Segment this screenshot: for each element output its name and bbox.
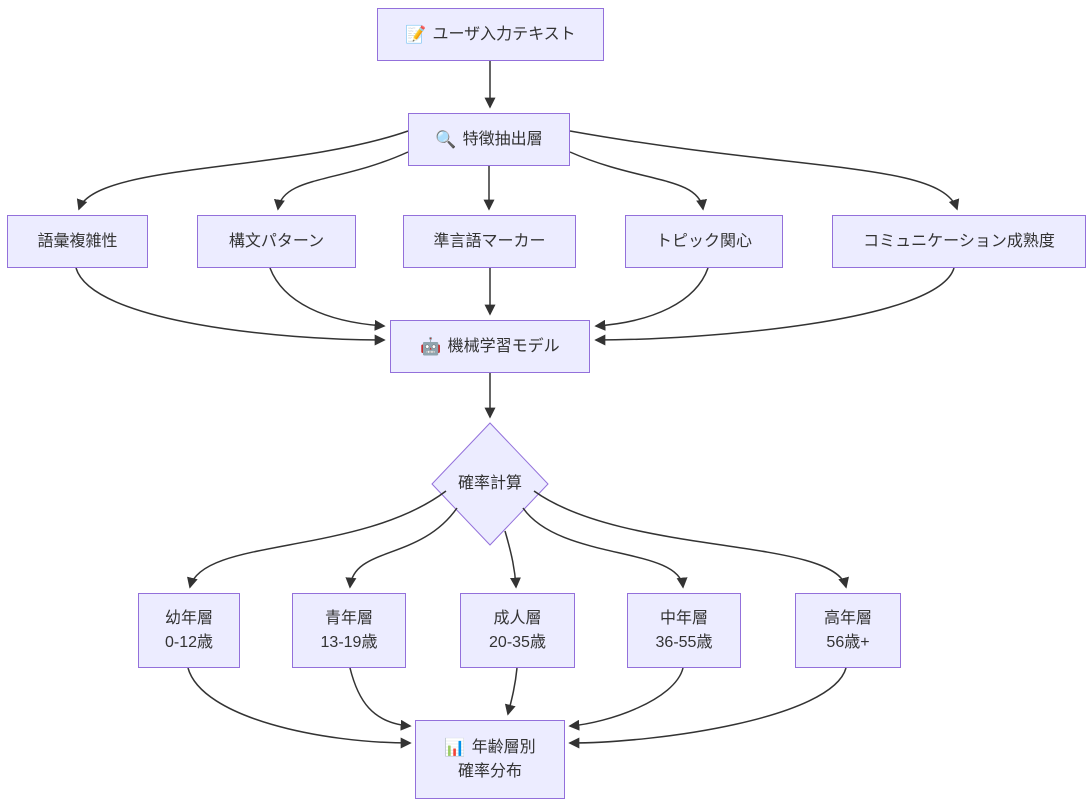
edge-feature-to-vocab — [76, 130, 409, 211]
edge-adult-to-output — [504, 667, 518, 716]
node-label: 語彙複雑性 — [37, 232, 118, 250]
node-sublabel: 56歳+ — [826, 633, 870, 651]
memo-icon: 📝 — [405, 25, 427, 44]
node-label: コミュニケーション成熟度 — [863, 232, 1055, 250]
edge-prob-to-middle — [522, 507, 688, 589]
node-topic-interest: トピック関心 — [625, 215, 783, 268]
node-label: トピック関心 — [655, 232, 752, 250]
node-sublabel: 確率分布 — [457, 762, 522, 780]
node-label: 確率計算 — [457, 475, 522, 492]
node-age-teen: 青年層 13-19歳 — [292, 593, 406, 668]
node-label: 構文パターン — [228, 232, 325, 250]
node-age-senior: 高年層 56歳+ — [795, 593, 901, 668]
node-vocab-complexity: 語彙複雑性 — [7, 215, 148, 268]
edge-syntax-to-ml — [269, 267, 386, 331]
node-user-input: 📝 ユーザ入力テキスト — [377, 8, 604, 61]
edge-child-to-output — [187, 667, 412, 749]
bar-chart-icon: 📊 — [444, 738, 466, 757]
node-syntax-pattern: 構文パターン — [197, 215, 356, 268]
node-age-adult: 成人層 20-35歳 — [460, 593, 575, 668]
node-label: 機械学習モデル — [447, 337, 560, 355]
node-probability-calc-shape — [431, 422, 549, 546]
node-communication-maturity: コミュニケーション成熟度 — [832, 215, 1086, 268]
edge-middle-to-output — [568, 667, 684, 731]
node-label: 青年層 — [324, 609, 373, 627]
node-feature-extraction: 🔍 特徴抽出層 — [408, 113, 570, 166]
node-label: 特徴抽出層 — [462, 130, 543, 148]
node-age-middle: 中年層 36-55歳 — [627, 593, 741, 668]
edge-feature-to-maturity — [569, 130, 960, 211]
edge-prob-to-adult — [504, 530, 521, 589]
edge-teen-to-output — [349, 667, 412, 731]
node-age-child: 幼年層 0-12歳 — [138, 593, 240, 668]
node-probability-calc: 確率計算 — [432, 472, 548, 496]
edge-prob-to-child — [187, 490, 447, 589]
node-sublabel: 0-12歳 — [164, 633, 214, 651]
edge-prob-to-teen — [345, 507, 458, 589]
node-label: 準言語マーカー — [433, 232, 546, 250]
node-label: 年齢層別 — [471, 738, 536, 756]
edge-senior-to-output — [568, 667, 847, 749]
edge-maturity-to-ml — [594, 267, 955, 346]
magnifier-icon: 🔍 — [435, 130, 457, 149]
node-label: 高年層 — [823, 609, 872, 627]
node-label: 幼年層 — [164, 609, 213, 627]
edge-vocab-to-ml — [75, 267, 386, 346]
node-ml-model: 🤖 機械学習モデル — [390, 320, 590, 373]
robot-icon: 🤖 — [420, 337, 442, 356]
edge-prob-to-senior — [533, 490, 849, 589]
node-sublabel: 36-55歳 — [655, 633, 713, 651]
edge-feature-to-topic — [569, 151, 708, 211]
node-paralinguistic-marker: 準言語マーカー — [403, 215, 576, 268]
node-label: ユーザ入力テキスト — [432, 25, 576, 43]
node-label: 成人層 — [493, 609, 542, 627]
node-sublabel: 13-19歳 — [320, 633, 378, 651]
edge-feature-to-syntax — [273, 151, 409, 211]
edge-topic-to-ml — [594, 267, 709, 331]
node-sublabel: 20-35歳 — [489, 633, 546, 651]
node-label: 中年層 — [659, 609, 708, 627]
node-output-distribution: 📊 年齢層別 確率分布 — [415, 720, 565, 799]
